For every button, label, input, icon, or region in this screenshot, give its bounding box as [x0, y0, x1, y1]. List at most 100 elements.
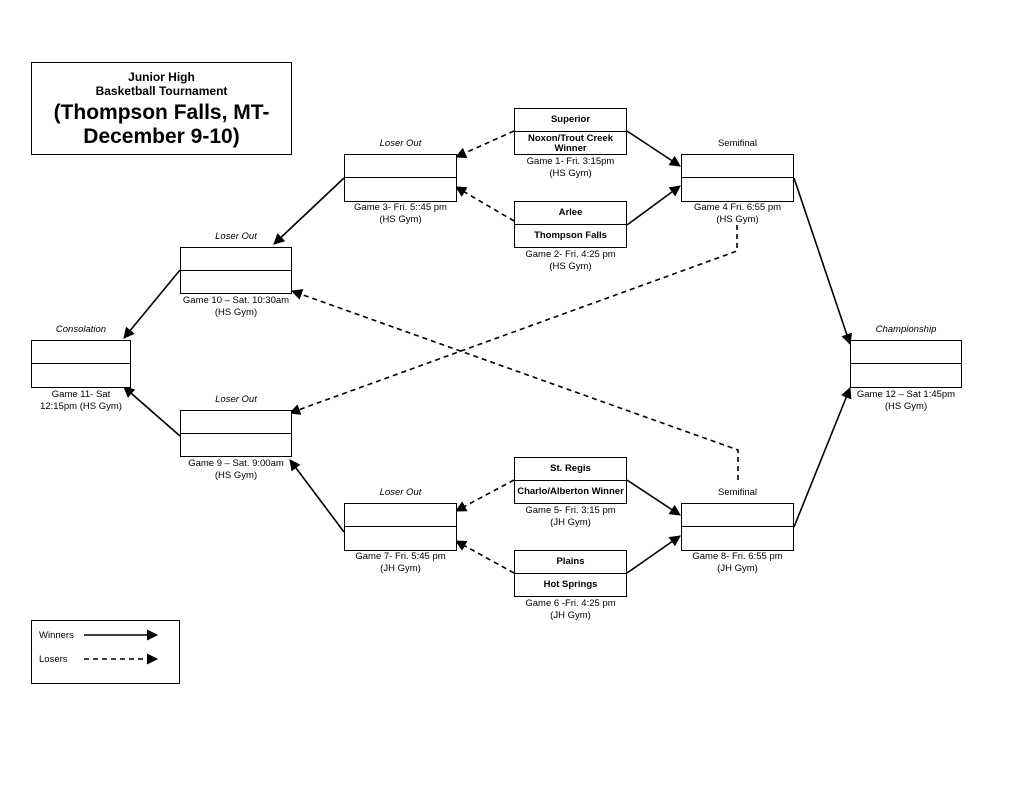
game-9-label: Loser Out — [215, 394, 257, 405]
game-9-team-bottom — [181, 434, 291, 457]
game-2-caption: Game 2- Fri. 4:25 pm (HS Gym) — [514, 249, 627, 272]
game-1-time: Game 1- Fri. 3:15pm — [526, 156, 615, 167]
game-6-team-bottom: Hot Springs — [543, 578, 598, 590]
game-7-caption: Game 7- Fri. 5:45 pm (JH Gym) — [344, 551, 457, 574]
game-6-caption: Game 6 -Fri. 4:25 pm (JH Gym) — [514, 598, 627, 621]
game-11-venue: 12:15pm (HS Gym) — [40, 400, 122, 412]
game-4-team-bottom — [682, 178, 793, 201]
game-8-time: Game 8- Fri. 6:55 pm — [692, 551, 783, 562]
legend-winners-label: Winners — [39, 630, 74, 641]
game-4-team-top — [682, 155, 793, 178]
game-2-team-top: Arlee — [515, 202, 626, 225]
winner-line-g4-g12 — [793, 177, 853, 346]
game-11-caption: Game 11- Sat 12:15pm (HS Gym) — [26, 389, 136, 412]
game-8-box — [681, 503, 794, 551]
game-3-team-top — [345, 155, 456, 178]
winner-line-g8-g12 — [793, 386, 852, 528]
game-5-team-bottom: Charlo/Alberton Winner — [517, 485, 624, 497]
winner-line-g10-g11 — [123, 269, 181, 339]
game-12-time: Game 12 – Sat 1:45pm — [856, 389, 956, 400]
game-11-team-bottom — [32, 364, 130, 387]
game-5-time: Game 5- Fri. 3:15 pm — [525, 505, 616, 516]
game-10-caption: Game 10 – Sat. 10:30am (HS Gym) — [172, 295, 300, 318]
game-6-time: Game 6 -Fri. 4:25 pm — [525, 598, 616, 609]
loser-line-g1-g3 — [454, 130, 515, 158]
game-3-box — [344, 154, 457, 202]
game-7-venue: (JH Gym) — [380, 562, 421, 574]
game-6-team-top: Plains — [515, 551, 626, 574]
game-11-team-top — [32, 341, 130, 364]
title-line-1: Junior High — [128, 70, 195, 84]
game-2-box: Arlee Thompson Falls — [514, 201, 627, 248]
game-9-time: Game 9 – Sat. 9:00am — [188, 458, 284, 469]
game-12-caption: Game 12 – Sat 1:45pm (HS Gym) — [846, 389, 966, 412]
game-8-venue: (JH Gym) — [717, 562, 758, 574]
game-10-label: Loser Out — [215, 231, 257, 242]
game-4-time: Game 4 Fri. 6:55 pm — [693, 202, 782, 213]
game-5-caption: Game 5- Fri. 3:15 pm (JH Gym) — [514, 505, 627, 528]
game-12-box — [850, 340, 962, 388]
game-4-caption: Game 4 Fri. 6:55 pm (HS Gym) — [681, 202, 794, 225]
game-10-time: Game 10 – Sat. 10:30am — [182, 295, 290, 306]
game-10-box — [180, 247, 292, 294]
game-9-team-top — [181, 411, 291, 434]
game-4-box — [681, 154, 794, 202]
game-3-venue: (HS Gym) — [379, 213, 422, 225]
game-7-box — [344, 503, 457, 551]
game-7-team-bottom — [345, 527, 456, 550]
game-9-venue: (HS Gym) — [214, 469, 258, 481]
game-12-venue: (HS Gym) — [884, 400, 928, 412]
game-8-team-bottom — [682, 527, 793, 550]
game-12-team-bottom — [851, 364, 961, 387]
game-5-team-top: St. Regis — [515, 458, 626, 481]
game-6-venue: (JH Gym) — [550, 609, 591, 621]
game-3-team-bottom — [345, 178, 456, 201]
game-5-venue: (JH Gym) — [550, 516, 591, 528]
game-1-caption: Game 1- Fri. 3:15pm (HS Gym) — [514, 156, 627, 179]
game-2-time: Game 2- Fri. 4:25 pm — [525, 249, 616, 260]
winner-line-g2-g4 — [626, 185, 681, 226]
game-2-venue: (HS Gym) — [549, 260, 592, 272]
winner-line-g7-g9 — [289, 459, 345, 533]
loser-line-g6-g7 — [455, 540, 515, 574]
loser-line-g8-g10 — [290, 289, 739, 480]
game-9-box — [180, 410, 292, 457]
game-11-label: Consolation — [55, 324, 107, 335]
game-6-box: Plains Hot Springs — [514, 550, 627, 597]
game-10-team-top — [181, 248, 291, 271]
loser-line-g5-g7 — [455, 479, 515, 512]
game-3-caption: Game 3- Fri. 5::45 pm (HS Gym) — [344, 202, 457, 225]
game-11-box — [31, 340, 131, 388]
winner-line-g3-g10 — [273, 177, 345, 245]
loser-line-g2-g3 — [455, 186, 515, 222]
title-line-2: Basketball Tournament — [95, 84, 228, 98]
winner-line-g5-g8 — [626, 479, 681, 516]
winner-line-g9-g11 — [123, 386, 181, 437]
game-12-team-top — [851, 341, 961, 364]
title-line-3: (Thompson Falls, MT- — [53, 101, 270, 124]
game-4-venue: (HS Gym) — [716, 213, 759, 225]
game-12-label: Championship — [875, 324, 937, 335]
legend-losers-label: Losers — [39, 654, 68, 665]
game-8-caption: Game 8- Fri. 6:55 pm (JH Gym) — [681, 551, 794, 574]
game-2-team-bottom: Thompson Falls — [534, 229, 607, 241]
winner-line-g6-g8 — [626, 535, 681, 574]
game-3-label: Loser Out — [379, 138, 422, 149]
game-9-caption: Game 9 – Sat. 9:00am (HS Gym) — [172, 458, 300, 481]
game-7-time: Game 7- Fri. 5:45 pm — [355, 551, 446, 562]
game-8-label: Semifinal — [717, 487, 758, 498]
legend-box: Winners Losers — [31, 620, 180, 684]
title-line-4: December 9-10) — [83, 125, 240, 148]
game-8-team-top — [682, 504, 793, 527]
game-7-label: Loser Out — [379, 487, 422, 498]
tournament-title-box: Junior High Basketball Tournament (Thomp… — [31, 62, 292, 155]
game-1-box: Superior Noxon/Trout Creek Winner — [514, 108, 627, 155]
winner-line-g1-g4 — [626, 130, 681, 167]
game-10-team-bottom — [181, 271, 291, 294]
game-1-venue: (HS Gym) — [549, 167, 592, 179]
game-1-team-top: Superior — [515, 109, 626, 132]
game-11-time: Game 11- Sat — [51, 389, 111, 400]
game-5-box: St. Regis Charlo/Alberton Winner — [514, 457, 627, 504]
game-4-label: Semifinal — [717, 138, 758, 149]
